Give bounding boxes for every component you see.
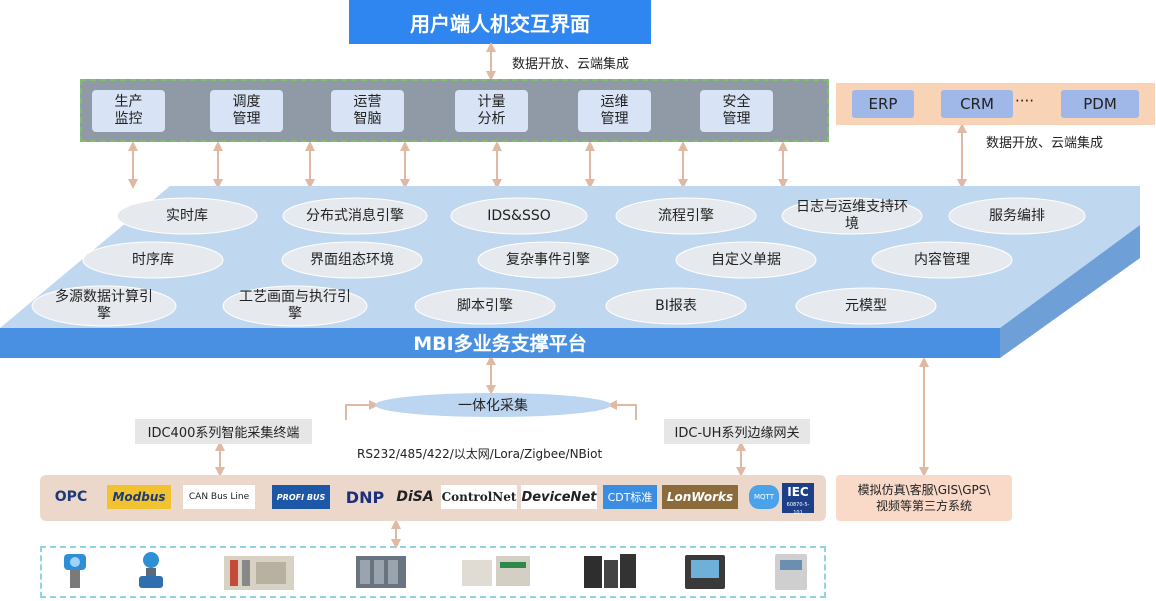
module-label-line2: 分析 — [477, 111, 506, 127]
plc-rack-icon — [224, 556, 294, 590]
controller-modules-icon — [462, 556, 530, 586]
iec-logo: IEC 60870-5-101 — [782, 483, 814, 516]
third-party-line2: 视频等第三方系统 — [875, 499, 972, 513]
cyl-timeseries-db[interactable]: 时序库 — [132, 251, 174, 268]
pressure-transmitter-icon — [64, 554, 86, 588]
comm-protocols-line: RS232/485/422/以太网/Lora/Zigbee/NBiot — [357, 447, 603, 461]
cyl-ids-sso[interactable]: IDS&SSO — [487, 207, 551, 224]
platform-side — [1000, 225, 1140, 358]
cyl-log-ops-env[interactable]: 日志与运维支持环境 — [796, 199, 908, 232]
devicenet-logo: DeviceNet — [521, 485, 597, 509]
module-production-monitoring[interactable]: 生产监控 — [92, 90, 165, 132]
module-label-line2: 智脑 — [353, 111, 382, 127]
collection-ellipse — [375, 393, 611, 417]
cyl-script-engine[interactable]: 脚本引擎 — [457, 297, 513, 314]
module-dispatch-management[interactable]: 调度管理 — [210, 90, 283, 132]
cyl-realtime-db[interactable]: 实时库 — [166, 207, 208, 224]
integration-note-right: 数据开放、云端集成 — [986, 136, 1104, 151]
module-safety-management[interactable]: 安全管理 — [700, 90, 773, 132]
cyl-process-display-engine[interactable]: 工艺画面与执行引擎 — [239, 289, 351, 322]
cyl-content-management[interactable]: 内容管理 — [914, 251, 970, 268]
servo-drives-icon — [584, 554, 636, 588]
module-label-line1: 计量 — [477, 94, 506, 110]
controlnet-logo: ControlNet — [441, 485, 517, 509]
lonworks-logo: LonWorks — [662, 485, 738, 509]
platform-title: MBI多业务支撑平台 — [413, 332, 587, 355]
iec-logo-title: IEC — [787, 485, 809, 499]
module-label-line1: 生产 — [114, 94, 143, 110]
more-dots: ···· — [1015, 92, 1035, 110]
module-label-line2: 管理 — [722, 111, 751, 127]
idc400-terminal[interactable]: IDC400系列智能采集终端 — [135, 419, 312, 444]
third-party-systems-box[interactable]: 模拟仿真\客服\GIS\GPS\ 视频等第三方系统 — [836, 475, 1012, 521]
disa-logo: DiSA — [396, 489, 434, 505]
cyl-ui-config-env[interactable]: 界面组态环境 — [310, 251, 394, 268]
io-modules-icon — [356, 556, 406, 588]
arrow-gateway-ellipse — [607, 400, 637, 420]
hmi-title: 用户端人机交互界面 — [349, 0, 651, 44]
cdt-logo: CDT标准 — [603, 485, 657, 509]
profibus-logo: PROFI BUS — [272, 485, 330, 509]
cyl-metamodel[interactable]: 元模型 — [845, 297, 887, 314]
module-operation-brain[interactable]: 运营智脑 — [331, 90, 404, 132]
arrow-terminal-ellipse — [345, 400, 379, 420]
dnp-logo: DNP — [345, 487, 385, 507]
crm-module[interactable]: CRM — [941, 90, 1013, 118]
canbus-logo: CAN Bus Line — [183, 485, 255, 509]
integration-note-top: 数据开放、云端集成 — [512, 57, 630, 72]
pdm-module[interactable]: PDM — [1061, 90, 1139, 118]
protection-relay-icon — [775, 554, 807, 590]
module-label-line1: 运维 — [600, 94, 629, 110]
cyl-service-orchestration[interactable]: 服务编排 — [989, 207, 1045, 224]
module-label-line1: 安全 — [722, 94, 751, 110]
cyl-bi-reports[interactable]: BI报表 — [655, 297, 697, 314]
flow-meter-icon — [139, 552, 163, 588]
third-party-line1: 模拟仿真\客服\GIS\GPS\ — [857, 483, 991, 497]
platform-front — [0, 328, 1000, 358]
cyl-message-engine[interactable]: 分布式消息引擎 — [306, 207, 404, 224]
iec-logo-standard: 60870-5-101 — [786, 502, 810, 516]
opc-logo: OPC — [54, 489, 88, 505]
module-label-line2: 监控 — [114, 111, 143, 127]
module-maintenance-management[interactable]: 运维管理 — [578, 90, 651, 132]
module-label-line1: 运营 — [353, 94, 382, 110]
erp-module[interactable]: ERP — [852, 90, 914, 118]
cyl-workflow-engine[interactable]: 流程引擎 — [658, 207, 714, 224]
power-meter-icon — [685, 555, 725, 589]
module-label-line2: 管理 — [600, 111, 629, 127]
module-metering-analysis[interactable]: 计量分析 — [455, 90, 528, 132]
module-label-line1: 调度 — [232, 94, 261, 110]
integrated-collection[interactable]: 一体化采集 — [458, 398, 528, 414]
idc-uh-gateway[interactable]: IDC-UH系列边缘网关 — [664, 419, 810, 444]
field-devices-bar — [40, 546, 826, 598]
mqtt-logo: MQTT — [749, 485, 779, 509]
cyl-multisource-compute[interactable]: 多源数据计算引擎 — [55, 289, 153, 322]
cyl-cep-engine[interactable]: 复杂事件引擎 — [506, 251, 590, 268]
cyl-custom-forms[interactable]: 自定义单据 — [711, 251, 781, 268]
modbus-logo: Modbus — [107, 485, 171, 509]
module-label-line2: 管理 — [232, 111, 261, 127]
